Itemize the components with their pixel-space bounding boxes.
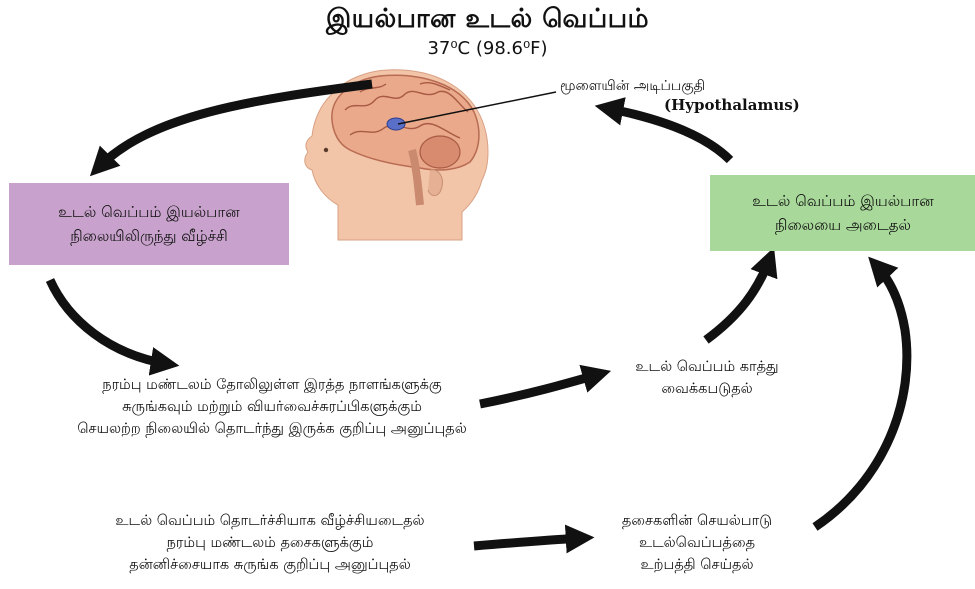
temperature-drop-line-2: நிலையிலிருந்து வீழ்ச்சி	[70, 224, 228, 248]
normal-reached-line-1: உடல் வெப்பம் இயல்பான	[752, 189, 933, 213]
arrow-retention-to-normal	[706, 258, 770, 340]
arrow-normal-to-brain	[606, 108, 730, 160]
arrow-nerve-to-retention	[480, 374, 600, 404]
normal-temperature-value: 37⁰C (98.6⁰F)	[0, 38, 975, 59]
nerve-signal-line-1: நரம்பு மண்டலம் தோலிலுள்ள இரத்த நாளங்களுக…	[62, 374, 482, 396]
arrow-drop-to-nerve	[50, 280, 168, 364]
normal-temperature-reached-box: உடல் வெப்பம் இயல்பான நிலையை அடைதல்	[710, 175, 975, 251]
head-illustration	[305, 70, 488, 240]
heat-retention-line-1: உடல் வெப்பம் காத்து	[602, 356, 812, 378]
muscle-heat-step: தசைகளின் செயல்பாடு உடல்வெப்பத்தை உற்பத்த…	[592, 510, 802, 576]
muscle-heat-line-1: தசைகளின் செயல்பாடு	[592, 510, 802, 532]
continued-drop-step: உடல் வெப்பம் தொடர்ச்சியாக வீழ்ச்சியடைதல்…	[70, 510, 470, 576]
heat-retention-step: உடல் வெப்பம் காத்து வைக்கபடுதல்	[602, 356, 812, 400]
temperature-drop-box: உடல் வெப்பம் இயல்பான நிலையிலிருந்து வீழ்…	[9, 183, 289, 265]
continued-drop-line-1: உடல் வெப்பம் தொடர்ச்சியாக வீழ்ச்சியடைதல்	[70, 510, 470, 532]
continued-drop-line-2: நரம்பு மண்டலம் தசைகளுக்கும்	[70, 532, 470, 554]
arrow-continued-drop-to-muscle	[474, 538, 583, 546]
normal-reached-line-2: நிலையை அடைதல்	[775, 213, 911, 237]
arrow-muscle-to-normal	[815, 265, 907, 527]
temperature-drop-line-1: உடல் வெப்பம் இயல்பான	[58, 200, 239, 224]
ear	[428, 170, 442, 196]
page-title: இயல்பான உடல் வெப்பம்	[0, 4, 975, 37]
nerve-signal-line-2: சுருங்கவும் மற்றும் வியர்வைச்சுரப்பிகளுக…	[62, 396, 482, 418]
cerebellum	[420, 136, 460, 168]
continued-drop-line-3: தன்னிச்சையாக சுருங்க குறிப்பு அனுப்புதல்	[70, 554, 470, 576]
nerve-signal-step: நரம்பு மண்டலம் தோலிலுள்ள இரத்த நாளங்களுக…	[62, 374, 482, 440]
muscle-heat-line-2: உடல்வெப்பத்தை	[592, 532, 802, 554]
eye	[324, 148, 328, 152]
heat-retention-line-2: வைக்கபடுதல்	[602, 378, 812, 400]
muscle-heat-line-3: உற்பத்தி செய்தல்	[592, 554, 802, 576]
hypothalamus-marker	[387, 118, 405, 130]
nerve-signal-line-3: செயலற்ற நிலையில் தொடர்ந்து இருக்க குறிப்…	[62, 418, 482, 440]
hypothalamus-label-english: (Hypothalamus)	[664, 96, 800, 114]
hypothalamus-label-tamil: மூளையின் அடிப்பகுதி	[560, 78, 705, 96]
